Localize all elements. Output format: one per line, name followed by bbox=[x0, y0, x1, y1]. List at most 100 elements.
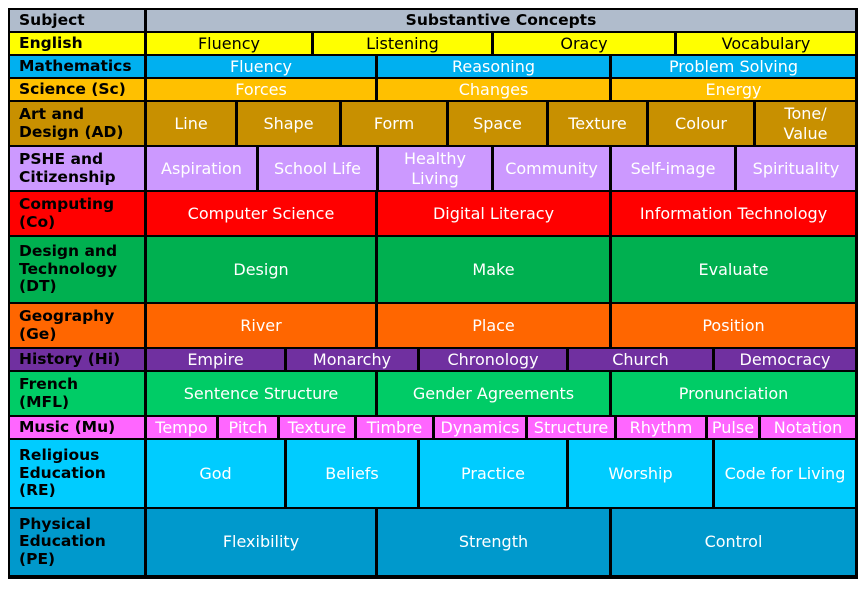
concept-monarchy: Monarchy bbox=[287, 349, 417, 370]
row-french-subject: French(MFL) bbox=[10, 372, 144, 415]
row-mathematics-subject-label: Mathematics bbox=[19, 56, 132, 75]
concept-space: Space bbox=[449, 102, 546, 145]
concept-line: Line bbox=[147, 102, 235, 145]
concept-design-label: Design bbox=[233, 259, 289, 279]
concept-aspiration: Aspiration bbox=[147, 147, 256, 190]
concept-church: Church bbox=[569, 349, 712, 370]
concept-pitch-label: Pitch bbox=[228, 417, 268, 437]
concept-beliefs-label: Beliefs bbox=[325, 463, 379, 483]
concept-fluency-label: Fluency bbox=[229, 56, 293, 76]
concept-fluency: Fluency bbox=[147, 56, 375, 77]
concept-position: Position bbox=[612, 304, 855, 347]
concept-design: Design bbox=[147, 237, 375, 302]
concept-reasoning: Reasoning bbox=[378, 56, 609, 77]
header-concepts-label: Substantive Concepts bbox=[405, 11, 597, 30]
concept-democracy: Democracy bbox=[715, 349, 855, 370]
concept-community-label: Community bbox=[505, 158, 598, 178]
concept-forces-label: Forces bbox=[235, 79, 287, 99]
concept-dynamics-label: Dynamics bbox=[440, 417, 520, 437]
row-history-subject-label: History (Hi) bbox=[19, 349, 121, 368]
concept-empire: Empire bbox=[147, 349, 284, 370]
concept-information-technology: Information Technology bbox=[612, 192, 855, 235]
concept-changes-label: Changes bbox=[458, 79, 529, 99]
row-music-subject: Music (Mu) bbox=[10, 417, 144, 438]
concept-pulse-label: Pulse bbox=[711, 417, 755, 437]
concept-flexibility: Flexibility bbox=[147, 509, 375, 575]
concept-fluency: Fluency bbox=[147, 33, 311, 54]
concept-rhythm-label: Rhythm bbox=[629, 417, 693, 437]
concept-control-label: Control bbox=[704, 532, 763, 552]
concept-vocabulary: Vocabulary bbox=[677, 33, 855, 54]
concept-code-for-living: Code for Living bbox=[715, 440, 855, 507]
concept-pulse: Pulse bbox=[708, 417, 758, 438]
concept-tone-value: Tone/Value bbox=[756, 102, 855, 145]
concept-shape: Shape bbox=[238, 102, 339, 145]
concept-structure: Structure bbox=[528, 417, 614, 438]
concept-chronology-label: Chronology bbox=[447, 349, 539, 369]
concept-democracy-label: Democracy bbox=[739, 349, 831, 369]
concept-listening-label: Listening bbox=[366, 33, 439, 53]
concept-code-for-living-label: Code for Living bbox=[724, 463, 846, 483]
concept-worship: Worship bbox=[569, 440, 712, 507]
concept-timbre: Timbre bbox=[357, 417, 432, 438]
concept-make-label: Make bbox=[472, 259, 515, 279]
concept-practice-label: Practice bbox=[461, 463, 525, 483]
concept-spirituality-label: Spirituality bbox=[752, 158, 840, 178]
concept-strength: Strength bbox=[378, 509, 609, 575]
concept-changes: Changes bbox=[378, 79, 609, 100]
concept-notation: Notation bbox=[761, 417, 855, 438]
concept-make: Make bbox=[378, 237, 609, 302]
concept-form-label: Form bbox=[373, 113, 415, 133]
concept-fluency-label: Fluency bbox=[197, 33, 261, 53]
concept-gender-agreements: Gender Agreements bbox=[378, 372, 609, 415]
concept-tempo-label: Tempo bbox=[155, 417, 208, 437]
concept-aspiration-label: Aspiration bbox=[161, 158, 242, 178]
concept-texture-label: Texture bbox=[568, 113, 627, 133]
concept-problem-solving: Problem Solving bbox=[612, 56, 855, 77]
concept-flexibility-label: Flexibility bbox=[222, 532, 300, 552]
concept-church-label: Church bbox=[612, 349, 669, 369]
concept-worship-label: Worship bbox=[608, 463, 673, 483]
concept-sentence-structure-label: Sentence Structure bbox=[183, 383, 339, 403]
concept-digital-literacy: Digital Literacy bbox=[378, 192, 609, 235]
row-geography-subject: Geography(Ge) bbox=[10, 304, 144, 347]
concept-gender-agreements-label: Gender Agreements bbox=[412, 383, 575, 403]
row-computing-subject: Computing(Co) bbox=[10, 192, 144, 235]
header-subject-label: Subject bbox=[19, 10, 85, 29]
concept-texture-label: Texture bbox=[287, 417, 347, 437]
concept-form: Form bbox=[342, 102, 446, 145]
concept-control: Control bbox=[612, 509, 855, 575]
concept-school-life-label: School Life bbox=[273, 158, 362, 178]
row-computing-subject-label: Computing(Co) bbox=[19, 195, 115, 231]
row-science-subject: Science (Sc) bbox=[10, 79, 144, 100]
concept-notation-label: Notation bbox=[773, 417, 843, 437]
concept-beliefs: Beliefs bbox=[287, 440, 417, 507]
row-science-subject-label: Science (Sc) bbox=[19, 79, 126, 98]
row-music-subject-label: Music (Mu) bbox=[19, 417, 116, 436]
concept-tone-value-label: Tone/Value bbox=[783, 104, 828, 143]
concept-chronology: Chronology bbox=[420, 349, 566, 370]
concept-place: Place bbox=[378, 304, 609, 347]
concept-energy-label: Energy bbox=[705, 79, 762, 99]
concept-rhythm: Rhythm bbox=[617, 417, 705, 438]
concept-colour: Colour bbox=[649, 102, 753, 145]
concept-community: Community bbox=[494, 147, 609, 190]
concept-evaluate: Evaluate bbox=[612, 237, 855, 302]
header-subject: Subject bbox=[10, 10, 144, 31]
concept-self-image: Self-image bbox=[612, 147, 734, 190]
concept-oracy-label: Oracy bbox=[560, 33, 608, 53]
header-concepts: Substantive Concepts bbox=[147, 10, 855, 31]
concept-energy: Energy bbox=[612, 79, 855, 100]
concept-place-label: Place bbox=[472, 315, 515, 335]
row-geography-subject-label: Geography(Ge) bbox=[19, 307, 115, 343]
